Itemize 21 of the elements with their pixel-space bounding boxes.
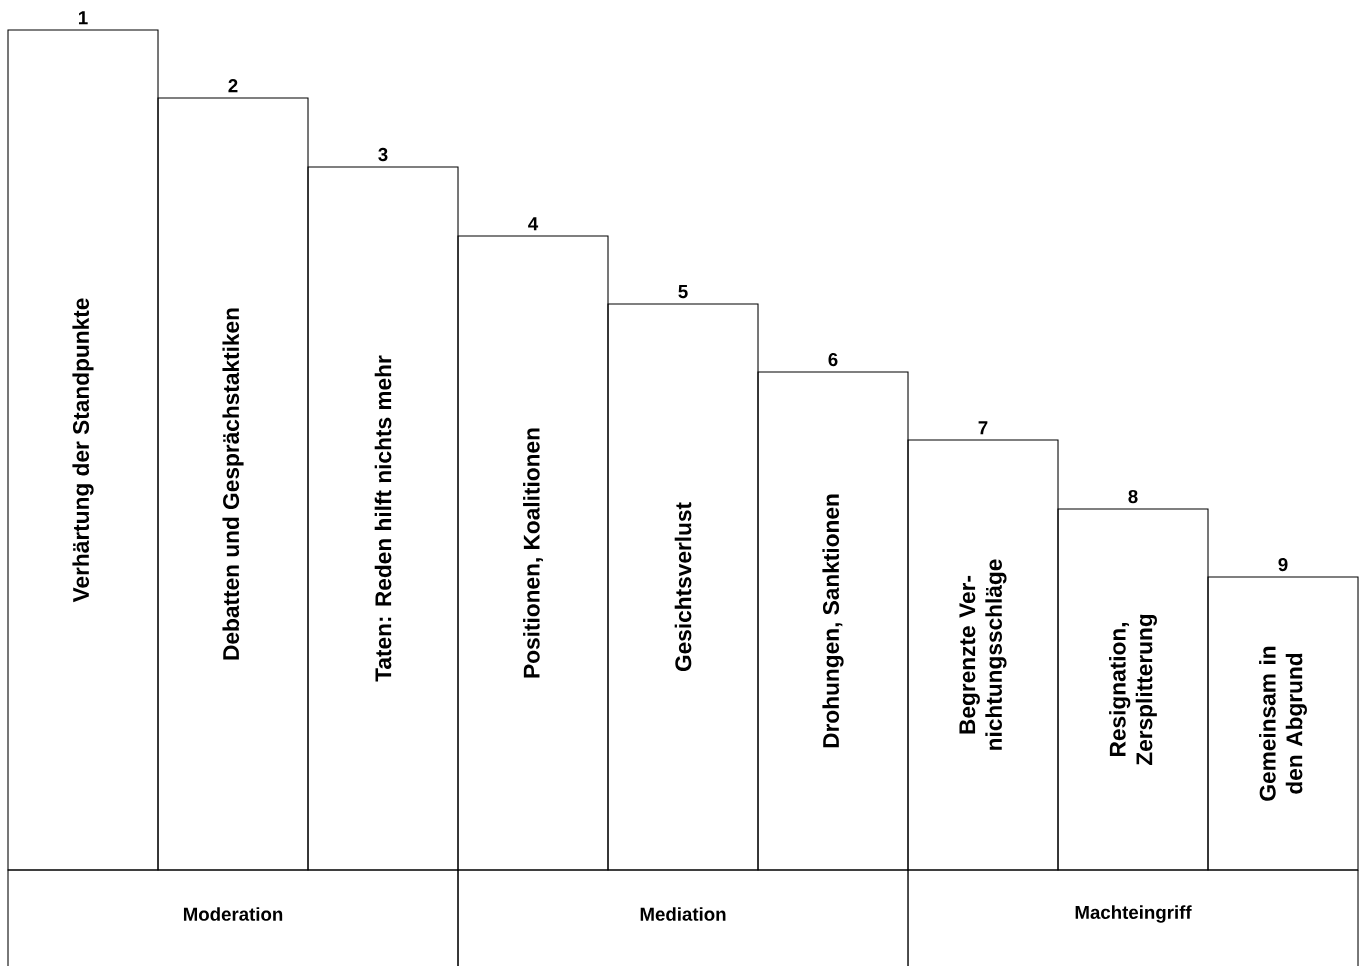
- phase-box: Moderation: [7, 869, 459, 966]
- stage-box: Gesichtsverlust: [607, 303, 759, 871]
- stage-box: Drohungen, Sanktionen: [757, 371, 909, 871]
- stage-number: 4: [528, 217, 539, 231]
- stage-number: 5: [678, 285, 688, 299]
- stage-box: Gemeinsam in den Abgrund: [1207, 576, 1359, 871]
- stage-number: 2: [228, 79, 238, 93]
- stage-number: 7: [978, 421, 988, 435]
- stage-number: 9: [1278, 557, 1288, 572]
- stage-box: Taten: Reden hilft nichts mehr: [307, 166, 459, 871]
- stage-number: 1: [79, 11, 88, 25]
- stage-box: Debatten und Gesprächstaktiken: [157, 97, 309, 871]
- stage-box: Verhärtung der Standpunkte: [7, 29, 159, 871]
- stage-number: 3: [378, 147, 388, 162]
- stage-number: 6: [828, 352, 838, 367]
- stage-box: Resignation, Zersplitterung: [1057, 508, 1209, 871]
- phase-box: Machteingriff: [907, 869, 1359, 966]
- stage-box: Begrenzte Ver- nichtungsschläge: [907, 439, 1059, 871]
- stage-box: Positionen, Koalitionen: [457, 235, 609, 871]
- stage-number: 8: [1128, 489, 1138, 504]
- phase-box: Mediation: [457, 869, 909, 966]
